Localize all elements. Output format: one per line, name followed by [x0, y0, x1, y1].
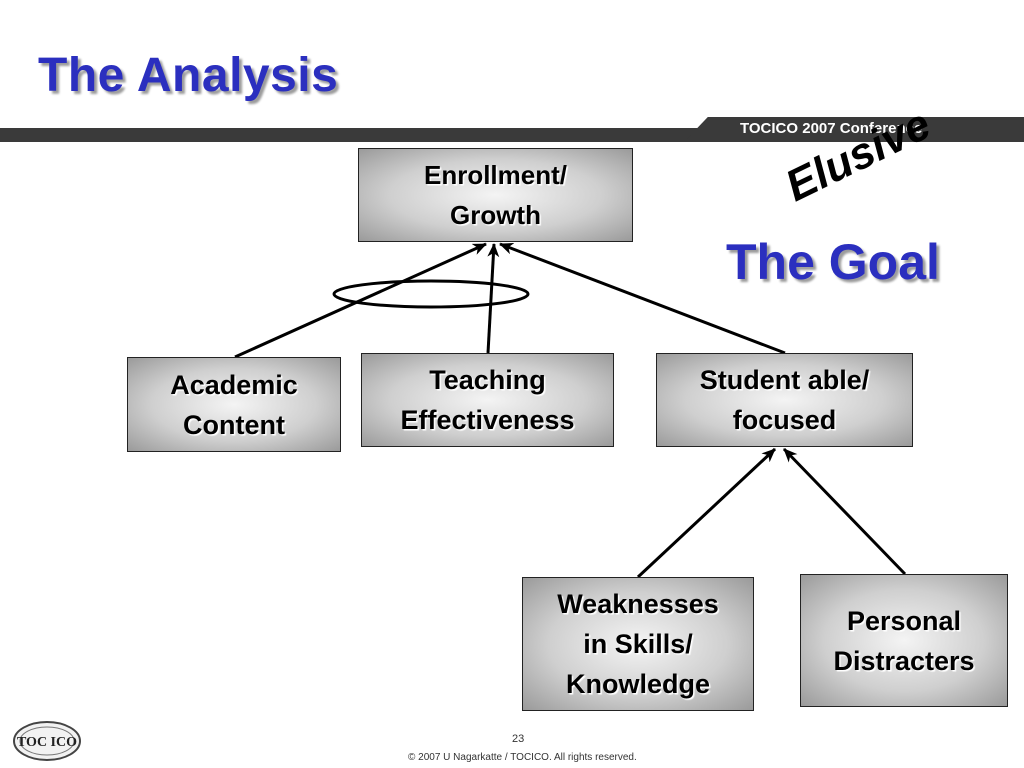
node-weaknesses-in-skills: Weaknesses in Skills/ Knowledge — [522, 577, 754, 711]
node-academic-content-label: Academic Content — [170, 369, 298, 440]
node-student-able-focused: Student able/ focused — [656, 353, 913, 447]
slide-title: The Analysis — [38, 49, 339, 102]
edge-weak-to-student — [636, 447, 777, 579]
edge-academic-to-goal — [234, 242, 487, 359]
page-number: 23 — [512, 733, 525, 745]
node-enrollment-growth: Enrollment/ Growth — [358, 148, 633, 242]
node-student-able-focused-label: Student able/ focused — [699, 365, 870, 435]
node-teaching-effectiveness-label: Teaching Effectiveness — [400, 365, 575, 435]
and-junction-ellipse — [332, 279, 530, 309]
conference-label: TOCICO 2007 Conference — [740, 120, 923, 137]
node-enrollment-growth-label: Enrollment/ Growth — [423, 160, 567, 230]
node-personal-distracters-label: Personal Distracters — [833, 605, 975, 676]
the-goal-label: The Goal — [726, 234, 940, 290]
node-weaknesses-in-skills-label: Weaknesses in Skills/ Knowledge — [557, 589, 719, 699]
header-tab — [684, 117, 1024, 142]
node-academic-content: Academic Content — [127, 357, 341, 452]
edge-personal-to-student — [782, 447, 907, 576]
logo-text: TOC ICO — [17, 735, 77, 750]
copyright-text: © 2007 U Nagarkatte / TOCICO. All rights… — [408, 752, 637, 763]
edge-student-to-goal — [499, 242, 786, 355]
edge-teaching-to-goal — [486, 243, 500, 354]
node-personal-distracters: Personal Distracters — [800, 574, 1008, 707]
tocico-logo-icon: TOC ICO — [13, 721, 81, 761]
node-teaching-effectiveness: Teaching Effectiveness — [361, 353, 614, 447]
